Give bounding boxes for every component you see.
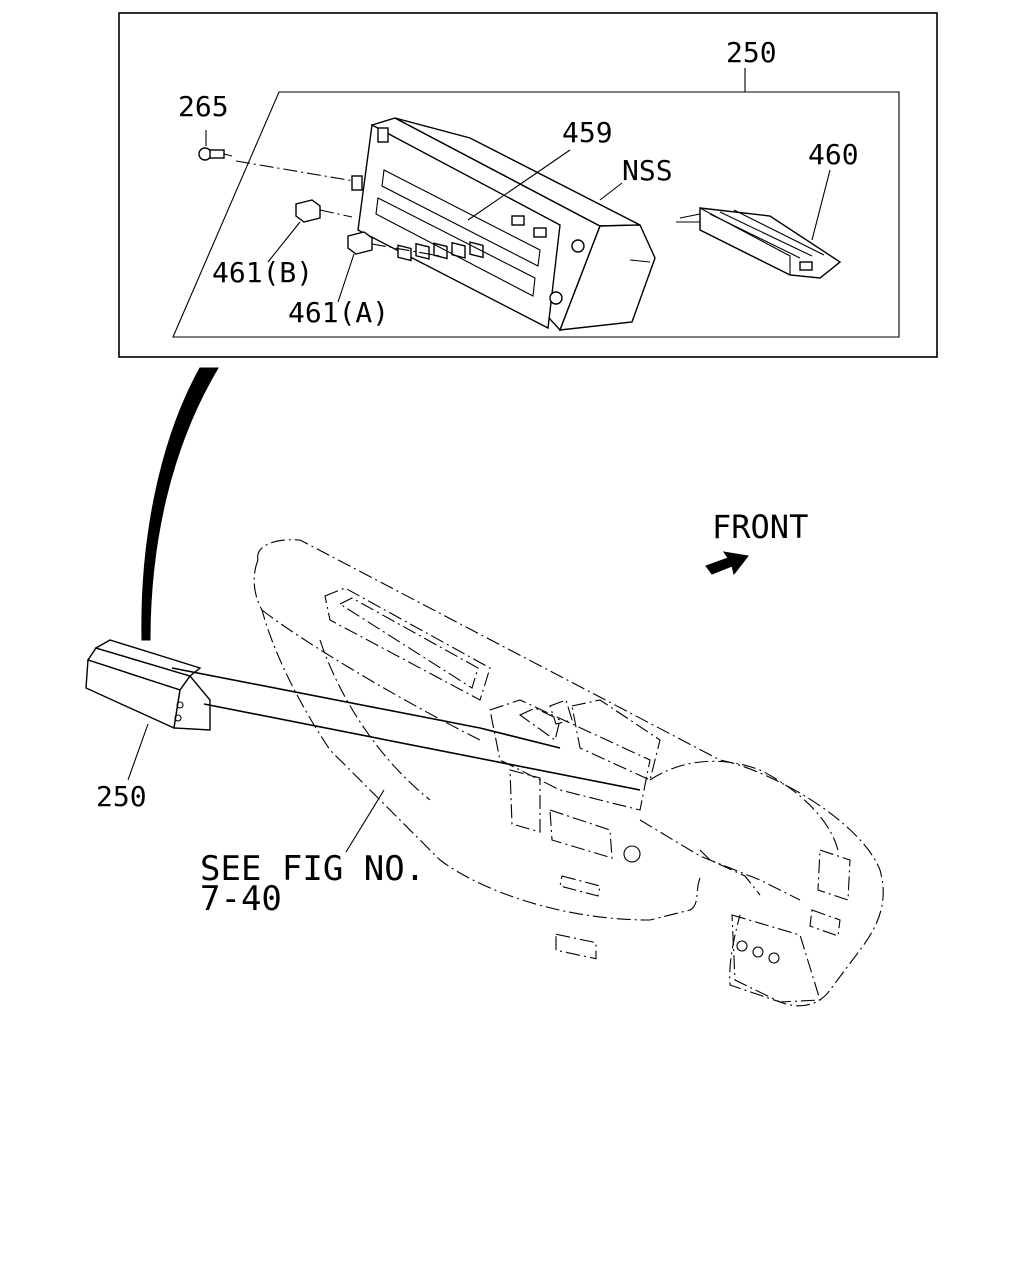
front-arrow-icon — [705, 551, 749, 576]
label-knob-a: 461(A) — [288, 296, 389, 329]
label-control-unit: 459 — [562, 116, 613, 149]
dashboard-phantom — [253, 539, 884, 1007]
detail-inset — [118, 12, 938, 358]
knob-a-part — [337, 231, 441, 303]
control-unit-part — [351, 117, 656, 332]
label-assembly-bottom: 250 — [96, 780, 147, 813]
label-nss: NSS — [622, 154, 673, 187]
screw-part — [198, 130, 361, 183]
label-assembly-top: 250 — [726, 36, 777, 69]
label-see-fig-line1: SEE FIG NO. — [200, 849, 425, 889]
callout-arc — [141, 367, 219, 641]
label-module: 460 — [808, 138, 859, 171]
knob-b-part — [267, 199, 353, 263]
assembly-bottom-part — [85, 639, 211, 731]
label-front: FRONT — [712, 508, 808, 546]
module-part — [676, 169, 842, 279]
label-see-fig-line2: 7-40 — [200, 879, 282, 919]
label-screw: 265 — [178, 90, 229, 123]
label-knob-b: 461(B) — [212, 256, 313, 289]
